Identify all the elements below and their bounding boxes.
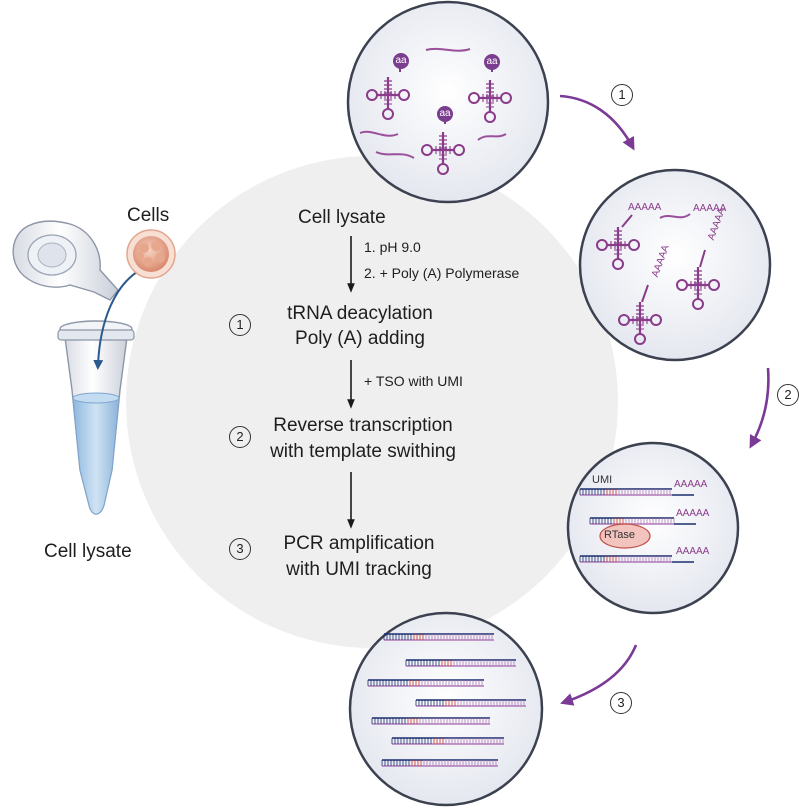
cells-into-tube-arrow	[93, 269, 141, 370]
cycle-arrow-2	[749, 367, 770, 449]
cdna-duplex	[391, 737, 504, 745]
cdna-duplex	[367, 679, 484, 687]
cycle-step-2-number: 2	[777, 384, 799, 406]
cdna-duplex	[405, 659, 516, 667]
condition-tso: + TSO with UMI	[364, 373, 463, 389]
step-2-title: Reverse transcription	[273, 415, 453, 436]
cells-cluster-icon	[126, 229, 176, 279]
panel-pcr-products	[348, 611, 544, 807]
amino-acid-badge: aa	[437, 106, 453, 122]
microcentrifuge-tube	[12, 220, 135, 515]
cdna-duplex	[579, 555, 694, 563]
amino-acid-badge: aa	[393, 53, 409, 69]
polya-tail-label: AAAAA	[628, 202, 662, 213]
tube-lysate-label: Cell lysate	[44, 541, 132, 562]
step-1-subtitle: Poly (A) adding	[295, 328, 425, 349]
cdna-duplex	[383, 633, 494, 641]
condition-polymerase: 2. + Poly (A) Polymerase	[364, 265, 520, 281]
polya-tail-label: AAAAA	[674, 479, 708, 490]
center-background-circle	[126, 156, 618, 648]
step-1-title: tRNA deacylation	[287, 303, 433, 324]
cdna-duplex	[415, 699, 526, 707]
cdna-duplex	[579, 488, 694, 496]
cycle-arrow-1	[559, 94, 635, 151]
rtase-enzyme	[599, 523, 651, 549]
step-3-title: PCR amplification	[283, 533, 435, 554]
cycle-step-1-number: 1	[611, 84, 633, 106]
step-2-subtitle: with template swithing	[270, 441, 456, 462]
step-3-subtitle: with UMI tracking	[286, 559, 432, 580]
pcr-strands	[367, 633, 526, 767]
cycle-arrow-3	[560, 644, 638, 706]
polya-tail-label: AAAAA	[676, 546, 710, 557]
cdna-duplex	[371, 717, 490, 725]
panel-trna-polyadenylated	[578, 168, 772, 362]
start-label: Cell lysate	[298, 207, 386, 228]
condition-ph: 1. pH 9.0	[364, 239, 421, 255]
polya-tail-label: AAAAA	[693, 203, 727, 214]
rtase-label: RTase	[604, 529, 635, 541]
step-1-number: 1	[229, 314, 251, 336]
polya-tail-label: AAAAA	[676, 508, 710, 519]
cycle-step-3-number: 3	[610, 692, 632, 714]
cells-label: Cells	[127, 205, 170, 226]
rt-strands	[579, 488, 696, 563]
panel-reverse-transcription	[566, 441, 740, 615]
panel-trna-charged	[346, 0, 550, 204]
step-3-number: 3	[229, 538, 251, 560]
cdna-duplex	[381, 759, 498, 767]
step-2-number: 2	[229, 426, 251, 448]
umi-label: UMI	[592, 474, 613, 486]
amino-acid-badge: aa	[484, 54, 500, 70]
